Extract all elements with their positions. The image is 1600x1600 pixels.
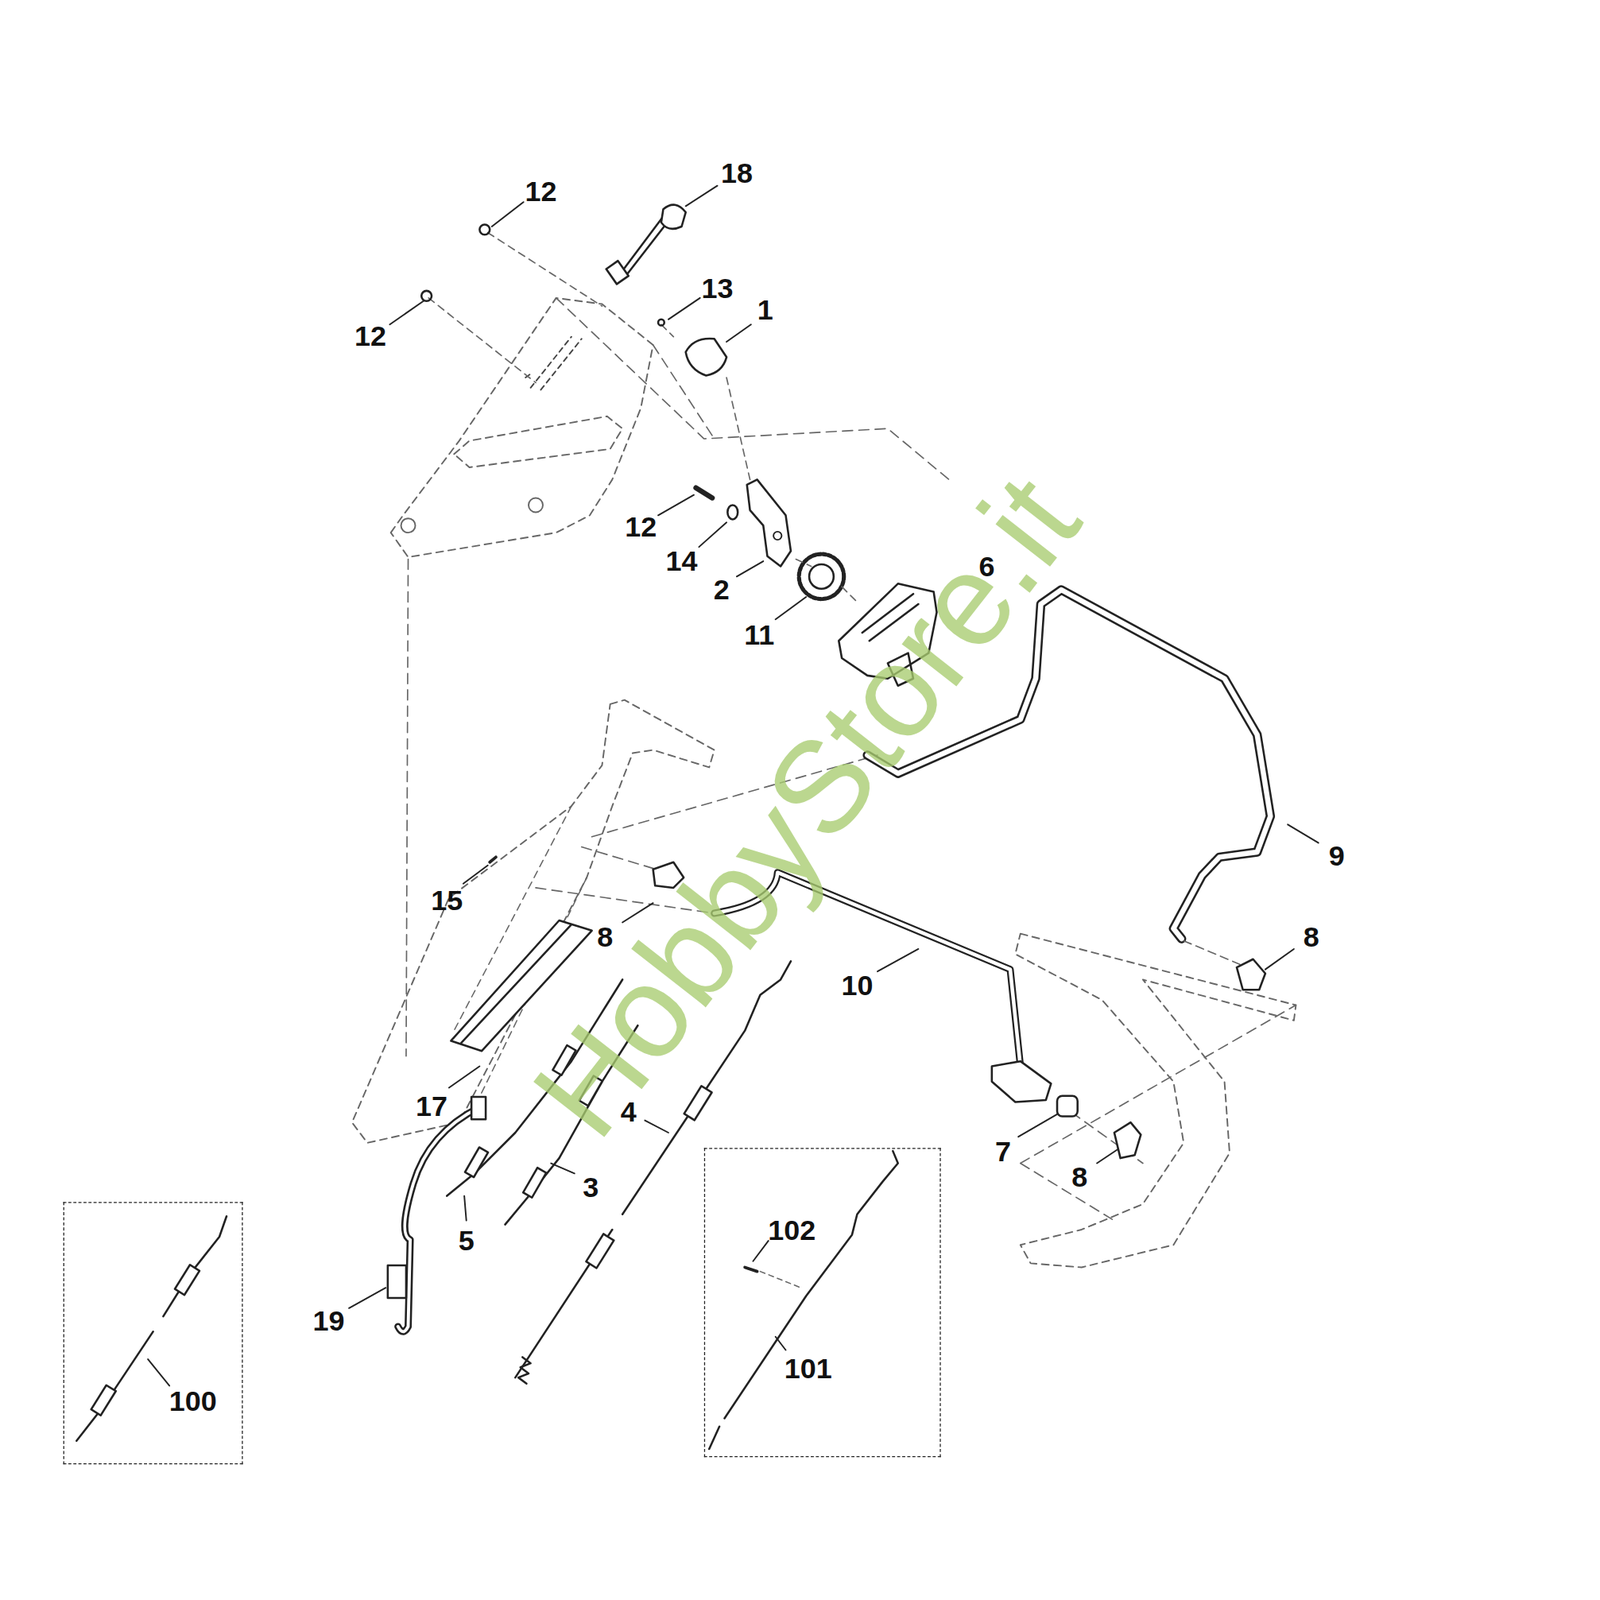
cable-sleeve xyxy=(684,1085,713,1120)
callout-number: 9 xyxy=(1328,841,1345,871)
knob xyxy=(685,338,727,376)
callout-number: 10 xyxy=(840,971,873,1000)
leader-line xyxy=(348,1287,386,1309)
callout-number: 19 xyxy=(312,1307,345,1337)
cable xyxy=(76,1216,227,1441)
callout-number: 8 xyxy=(1303,923,1320,953)
callout-number: 102 xyxy=(767,1216,816,1245)
pin xyxy=(489,856,496,862)
leader-line xyxy=(1265,949,1294,970)
washer xyxy=(727,504,738,520)
lever-base xyxy=(606,260,629,284)
cable xyxy=(398,1107,481,1332)
console-outline xyxy=(391,298,654,558)
console-hole xyxy=(401,518,416,533)
callout-number: 12 xyxy=(354,322,387,352)
callout-number: 13 xyxy=(701,274,734,303)
screw xyxy=(421,290,432,302)
dashed-kit-box: 102 101 xyxy=(704,1147,942,1457)
leader-line xyxy=(726,324,752,342)
leader-line xyxy=(736,561,764,577)
spring xyxy=(518,1356,531,1384)
console-to-handle-line xyxy=(406,559,409,1057)
assembly-line xyxy=(726,377,857,602)
clip xyxy=(1114,1122,1141,1159)
screw xyxy=(479,224,490,235)
leader-line xyxy=(550,1163,575,1174)
leader-line xyxy=(492,201,524,227)
rod-pedal xyxy=(991,1061,1051,1102)
rod xyxy=(708,1150,899,1449)
bracket xyxy=(747,479,791,566)
leader-line xyxy=(877,949,919,972)
leader-line xyxy=(658,495,694,516)
leader-line xyxy=(685,185,718,207)
gear xyxy=(809,564,834,589)
assembly-line xyxy=(428,232,674,384)
callout-number: 12 xyxy=(624,513,657,543)
dashed-kit-box: 100 xyxy=(63,1201,244,1465)
cable-sleeve xyxy=(91,1385,117,1416)
callout-number: 7 xyxy=(995,1137,1012,1167)
leader-line xyxy=(449,1066,481,1089)
callout-number: 3 xyxy=(582,1173,599,1202)
leader-line xyxy=(1018,1114,1058,1137)
callout-number: 1 xyxy=(757,295,774,325)
callout-number: 12 xyxy=(524,177,557,206)
leader-line xyxy=(668,298,701,320)
assembly-line xyxy=(556,298,950,481)
cable-clip xyxy=(387,1265,407,1298)
leader-line xyxy=(644,1120,669,1133)
gear xyxy=(798,553,844,599)
lower-handle-outline xyxy=(1015,933,1296,1268)
cable-sleeve xyxy=(464,1146,489,1178)
leader-line xyxy=(775,596,807,620)
callout-number: 100 xyxy=(169,1387,217,1417)
callout-number: 2 xyxy=(713,575,730,605)
bushing xyxy=(1057,1096,1078,1117)
assembly-line xyxy=(759,1271,801,1289)
leader-line xyxy=(698,522,727,547)
cable-end xyxy=(471,1096,486,1120)
callout-number: 17 xyxy=(415,1092,448,1122)
leader-line xyxy=(389,301,423,326)
leader-line xyxy=(1287,824,1319,843)
leader-line xyxy=(752,1240,768,1262)
leader-line xyxy=(1096,1149,1119,1164)
console-hole xyxy=(528,497,543,512)
callout-number: 8 xyxy=(596,923,613,953)
bracket-hole xyxy=(773,531,782,540)
callout-number: 15 xyxy=(430,887,463,916)
cable-sleeve xyxy=(523,1167,547,1198)
console-inner xyxy=(453,416,623,468)
screw xyxy=(696,488,713,499)
leader-lines xyxy=(147,185,1319,1387)
leader-line xyxy=(775,1336,787,1351)
pin xyxy=(744,1266,757,1271)
callout-number: 8 xyxy=(1071,1163,1088,1193)
leader-line xyxy=(147,1359,170,1386)
cable xyxy=(398,1107,481,1332)
cable-sleeve xyxy=(585,1233,614,1268)
leader-line xyxy=(463,865,489,884)
assembly-line xyxy=(1183,941,1240,965)
cable-sleeve xyxy=(174,1264,200,1295)
callout-number: 101 xyxy=(784,1355,833,1384)
assembly-line xyxy=(1020,1005,1297,1221)
lever-button xyxy=(661,205,686,229)
clip xyxy=(1236,959,1266,991)
callout-number: 14 xyxy=(666,546,698,576)
callout-number: 5 xyxy=(458,1226,475,1256)
callout-number: 11 xyxy=(743,621,775,651)
screw xyxy=(658,319,665,326)
callout-number: 18 xyxy=(720,158,753,188)
leader-line xyxy=(464,1196,467,1221)
